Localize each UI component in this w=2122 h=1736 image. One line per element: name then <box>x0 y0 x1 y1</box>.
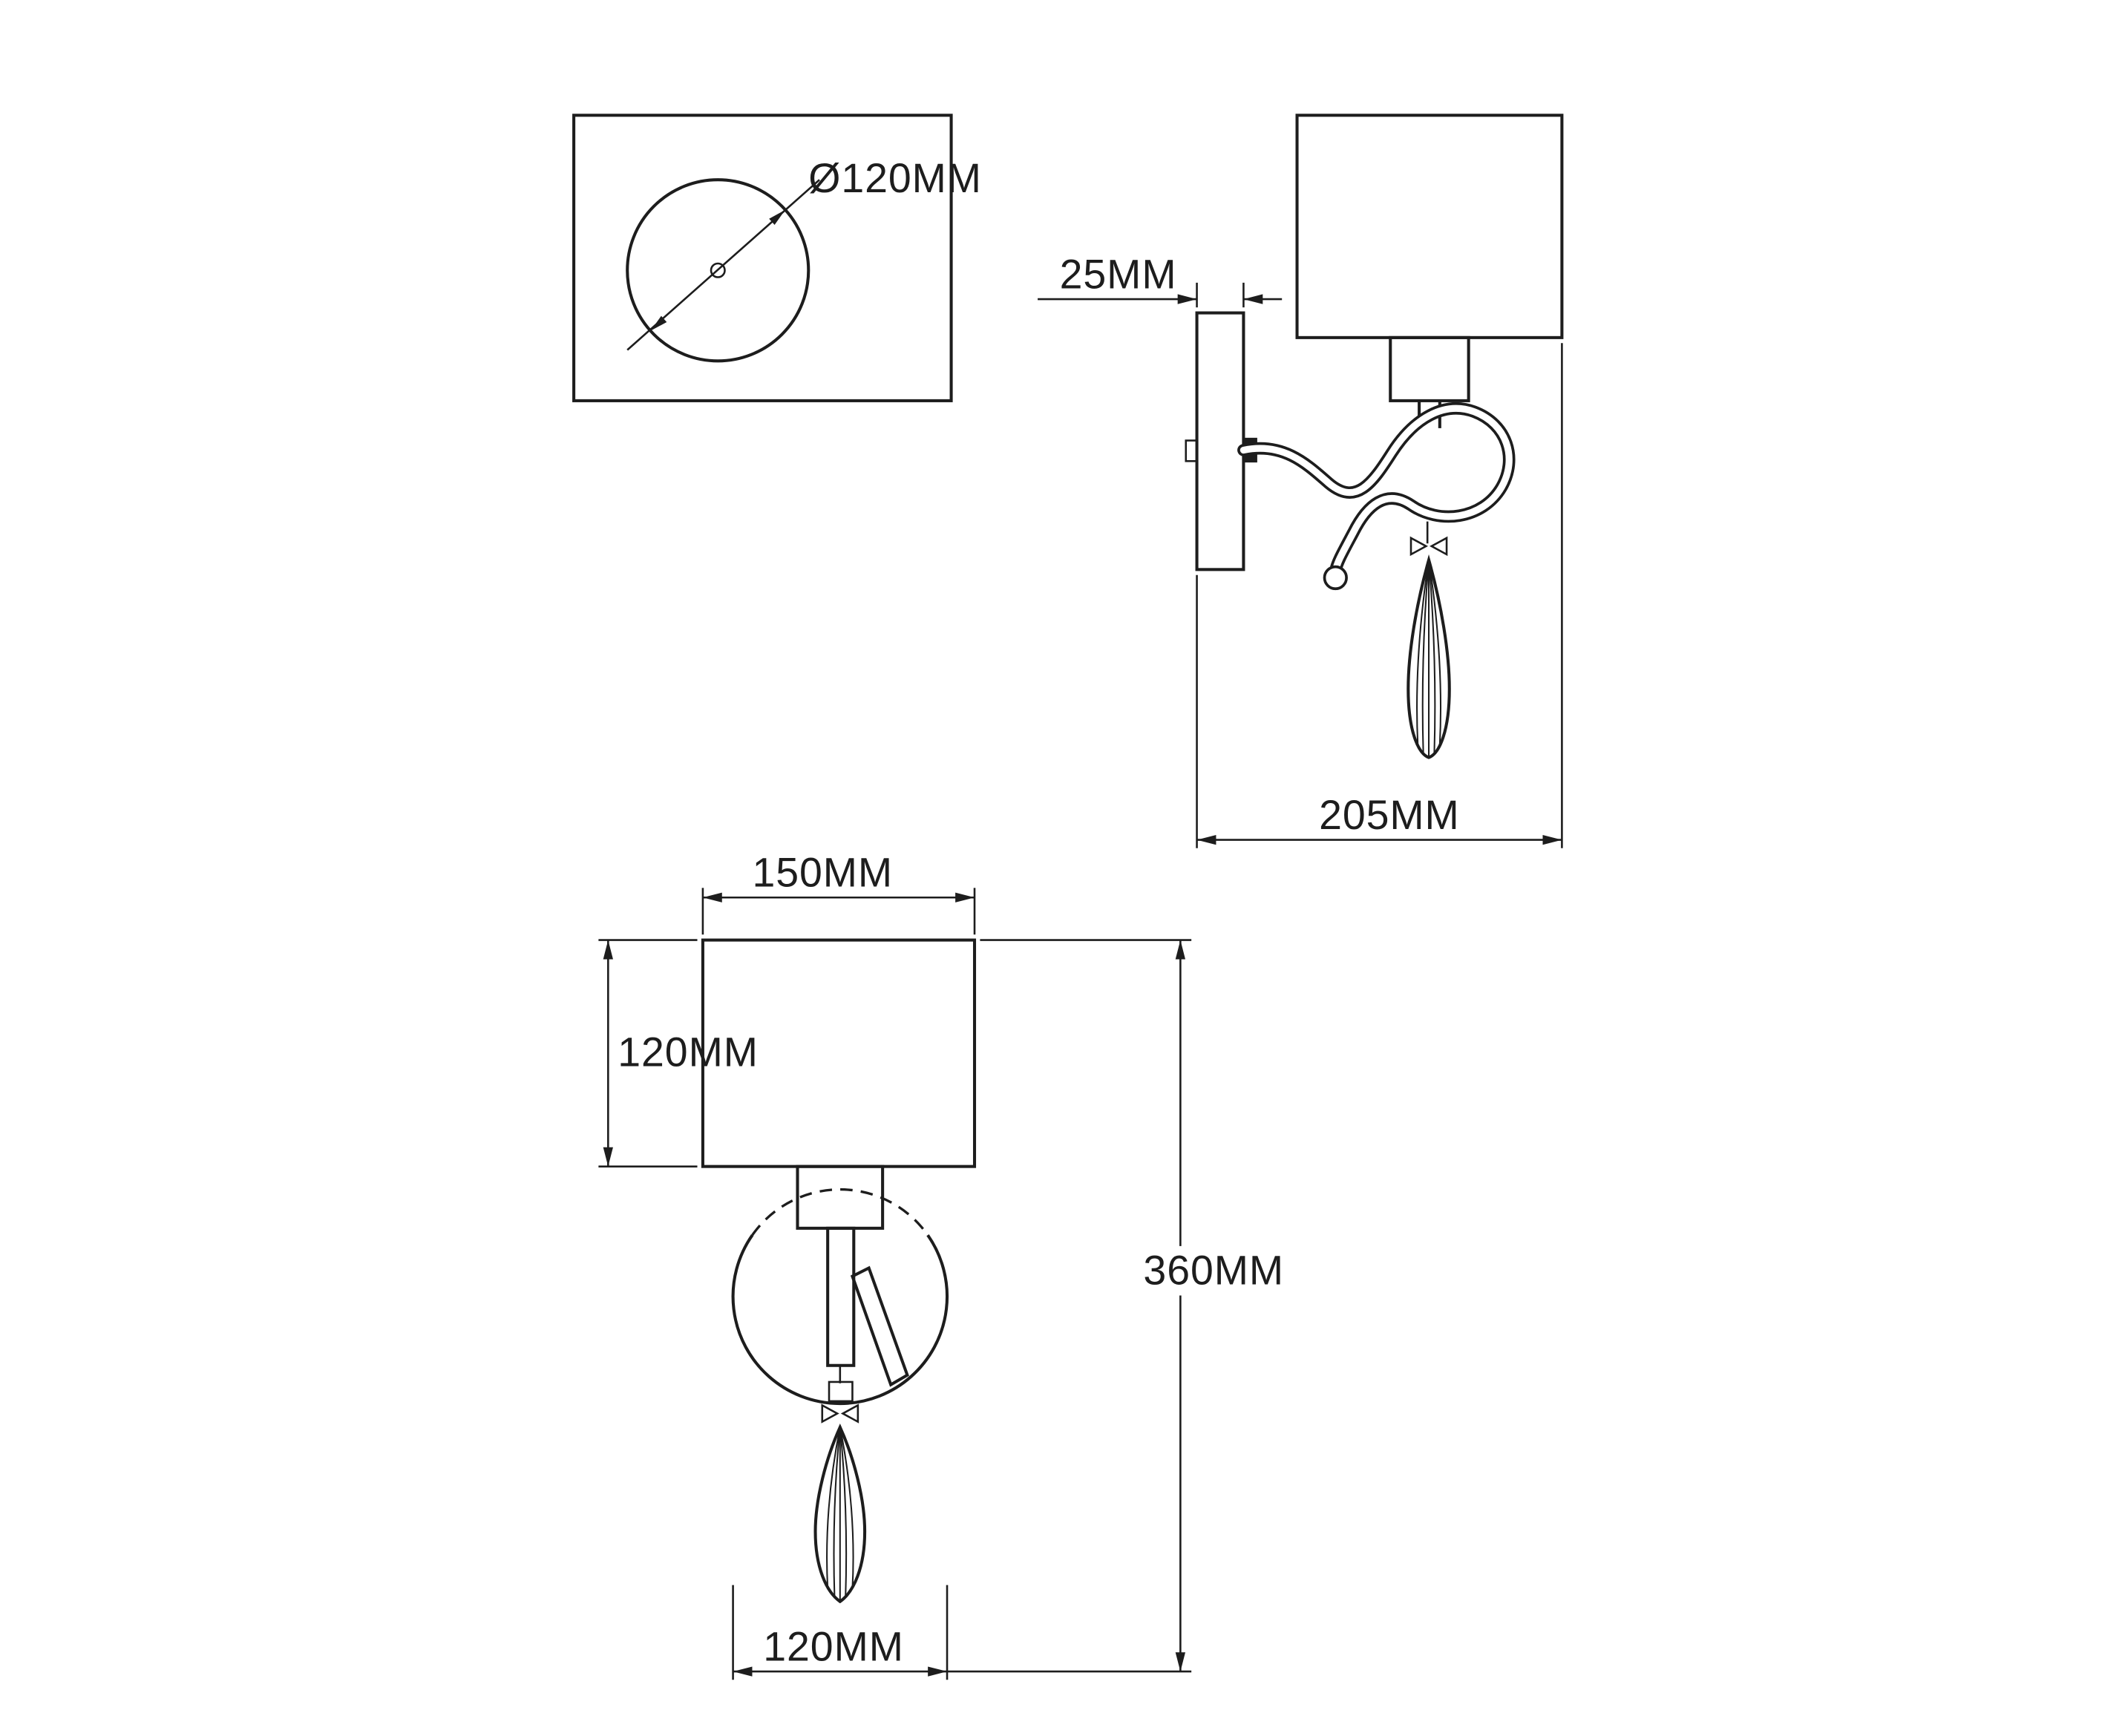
side-wall-screw <box>1185 439 1198 462</box>
side-pendant-connector-right <box>1430 536 1448 557</box>
side-crystal-facets <box>1416 560 1442 758</box>
side-arm-curve-fill <box>1240 404 1513 574</box>
dimension-shade-height: 120MM <box>598 939 759 1167</box>
side-pendant-connector-left <box>1409 536 1429 557</box>
front-backplate-circle-visible <box>731 1234 949 1405</box>
top-view: Ø120MM <box>572 114 982 402</box>
dimension-wall-plate-depth: 25MM <box>1038 251 1283 308</box>
front-pendant-connector-right <box>840 1403 859 1424</box>
front-backplate-circle-hidden <box>751 1188 929 1237</box>
overall-height-label: 360MM <box>1143 1248 1284 1294</box>
front-socket-holder <box>796 1165 885 1230</box>
side-view <box>1185 114 1564 759</box>
front-pendant-cap <box>828 1380 854 1403</box>
dimension-overall-depth: 205MM <box>1196 343 1563 848</box>
diameter-arrowhead-lower <box>650 315 667 331</box>
front-crystal-facets <box>826 1427 854 1602</box>
base-width-label: 120MM <box>763 1623 904 1669</box>
diameter-arrowhead-upper <box>769 209 785 226</box>
top-view-backplate-circle <box>626 178 811 363</box>
side-arm-curve-outline <box>1237 402 1516 577</box>
side-arm-end-ball <box>1323 565 1348 591</box>
side-socket-holder <box>1389 335 1470 402</box>
side-lampshade-outline <box>1295 114 1564 339</box>
overall-depth-label: 205MM <box>1319 792 1460 838</box>
top-view-outline-box <box>572 114 953 402</box>
top-view-diameter-label: Ø120MM <box>808 155 982 201</box>
top-view-center-point <box>710 262 726 278</box>
shade-width-label: 150MM <box>752 849 893 895</box>
front-pendant-connector-left <box>821 1403 839 1424</box>
dimension-base-width: 120MM <box>732 1585 949 1680</box>
side-wall-plate <box>1195 311 1245 571</box>
dimension-overall-height: 360MM <box>947 939 1284 1673</box>
front-view <box>701 938 977 1604</box>
label-background <box>1133 1245 1280 1296</box>
wall-plate-depth-label: 25MM <box>1060 251 1177 297</box>
front-arm-bar <box>850 1265 909 1387</box>
shade-height-label: 120MM <box>618 1029 759 1075</box>
dimension-shade-width: 150MM <box>701 849 976 935</box>
front-stem <box>826 1226 856 1367</box>
